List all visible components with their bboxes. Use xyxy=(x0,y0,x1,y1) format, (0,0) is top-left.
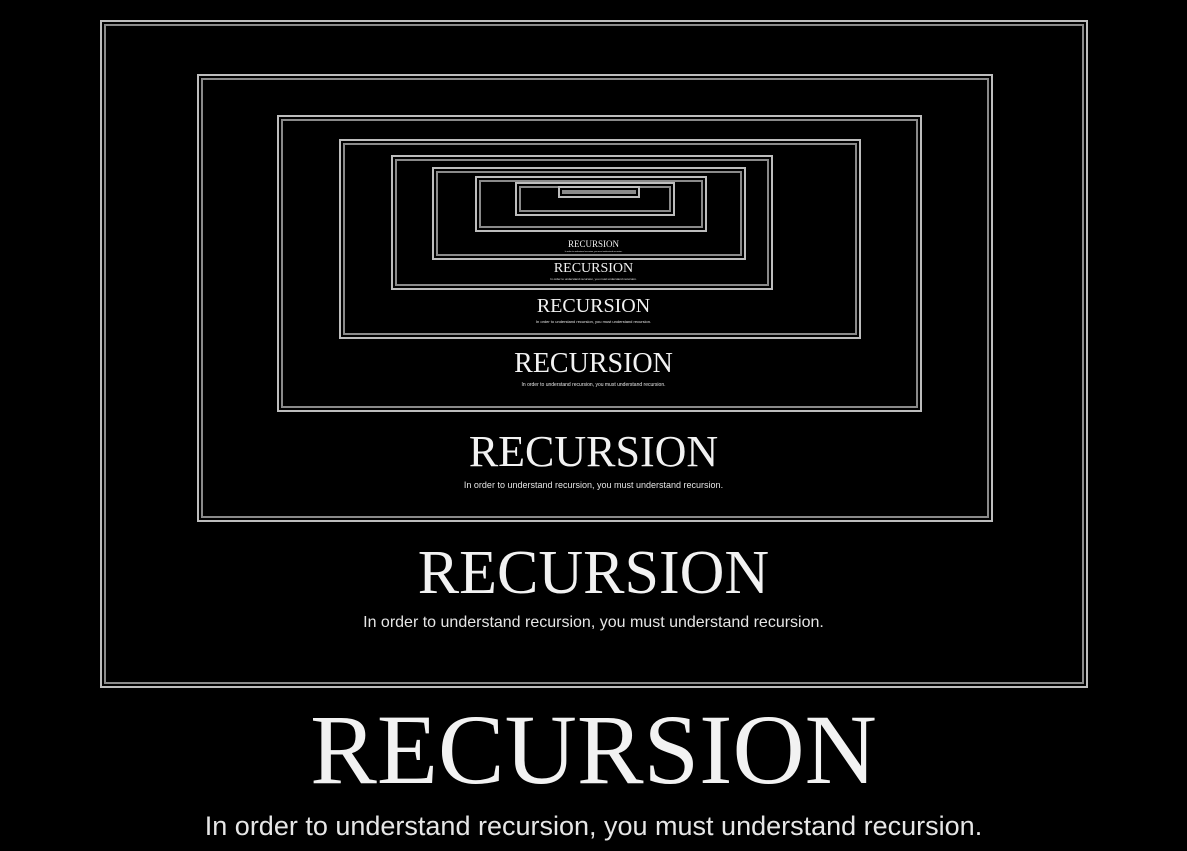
nested-caption-level-6: In order to understand recursion, you mu… xyxy=(564,251,623,253)
poster-frame-level-6 xyxy=(432,167,746,260)
nested-caption-level-1: In order to understand recursion, you mu… xyxy=(363,614,824,631)
poster-frame-level-7 xyxy=(475,176,707,232)
nested-caption-level-5: In order to understand recursion, you mu… xyxy=(550,277,637,281)
nested-title-level-4: RECURSION xyxy=(536,295,651,317)
poster-frame-level-3 xyxy=(277,115,922,412)
poster-frame-level-1 xyxy=(100,20,1088,688)
nested-title-level-5: RECURSION xyxy=(553,261,634,276)
poster-frame-level-2 xyxy=(197,74,993,522)
nested-title-level-1: RECURSION xyxy=(417,539,770,607)
poster-frame-level-8 xyxy=(515,182,675,216)
nested-title-level-2: RECURSION xyxy=(468,427,719,476)
nested-caption-level-3: In order to understand recursion, you mu… xyxy=(521,382,666,388)
nested-title-level-3: RECURSION xyxy=(514,348,673,379)
poster-frame-level-5 xyxy=(391,155,773,290)
poster-frame-level-9 xyxy=(558,186,640,198)
nested-caption-level-4: In order to understand recursion, you mu… xyxy=(535,319,652,324)
nested-title-level-6: RECURSION xyxy=(567,239,619,249)
poster-frame-level-4 xyxy=(339,139,861,339)
nested-caption-level-2: In order to understand recursion, you mu… xyxy=(463,480,724,490)
poster-title: RECURSION xyxy=(310,694,877,805)
poster-caption: In order to understand recursion, you mu… xyxy=(204,811,983,841)
